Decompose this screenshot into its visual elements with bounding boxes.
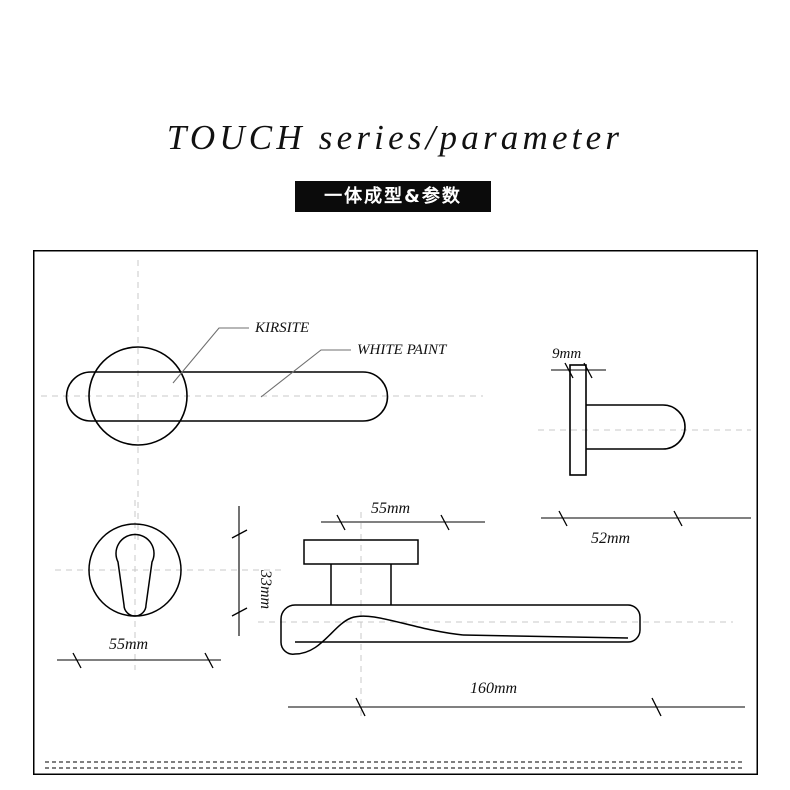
sheet-border	[33, 250, 758, 775]
page-header: TOUCH series/parameter 一体成型&参数	[0, 0, 790, 230]
front-view-lever-body	[295, 604, 641, 643]
side-view-backplate	[569, 364, 587, 476]
dimension-tick-52mm-right	[673, 510, 683, 527]
sheet-bottom-rule	[45, 761, 745, 769]
dimension-tick-160mm-right	[651, 697, 662, 717]
escutcheon-front-view	[88, 523, 182, 617]
dimension-52mm: 52mm	[541, 510, 751, 547]
dimension-label-52mm: 52mm	[591, 530, 630, 547]
technical-drawing-sheet: KIRSITE WHITE PAINT 9mm	[33, 250, 758, 775]
drawing-canvas: KIRSITE WHITE PAINT 9mm	[33, 250, 758, 775]
dimension-55mm-front: 55mm	[321, 500, 485, 531]
top-view-lever-bar	[65, 371, 389, 422]
dimension-label-55mm-front: 55mm	[371, 500, 410, 517]
dimension-160mm: 160mm	[288, 680, 745, 717]
dimension-tick-33mm-top	[231, 529, 248, 539]
dimension-tick-160mm-left	[355, 697, 366, 717]
dimension-label-9mm: 9mm	[552, 346, 581, 362]
dimension-9mm: 9mm	[551, 346, 606, 379]
handle-top-view	[65, 346, 389, 446]
dimension-tick-55mm-front-left	[336, 514, 346, 531]
handle-side-view	[569, 364, 686, 476]
dimension-tick-9mm-right	[583, 362, 593, 379]
dimension-label-55mm-escutcheon: 55mm	[109, 636, 148, 653]
dimension-label-160mm: 160mm	[470, 680, 517, 697]
dimension-tick-55mm-escutcheon-left	[72, 652, 82, 669]
dimension-tick-9mm-left	[564, 362, 574, 379]
dimension-label-33mm: 33mm	[257, 569, 274, 609]
dimension-55mm-escutcheon: 55mm	[57, 636, 221, 669]
leader-line-white-paint	[260, 349, 351, 398]
subtitle-banner: 一体成型&参数	[295, 181, 491, 212]
front-view-lever-profile	[280, 604, 464, 655]
leader-line-kirsite	[172, 327, 249, 384]
top-view-rose-circle	[88, 346, 188, 446]
dimension-tick-55mm-front-right	[440, 514, 450, 531]
side-view-lever	[586, 404, 686, 450]
page-title: TOUCH series/parameter	[166, 118, 624, 157]
dimension-tick-33mm-bottom	[231, 607, 248, 617]
handle-front-view	[280, 539, 641, 655]
subtitle-banner-label: 一体成型&参数	[324, 185, 462, 207]
keyhole-cutout	[115, 533, 155, 617]
front-view-lever-underline	[462, 634, 629, 639]
dimension-tick-52mm-left	[558, 510, 568, 527]
dimension-33mm: 33mm	[231, 506, 274, 636]
label-kirsite: KIRSITE	[254, 320, 309, 336]
annotation-leaders	[172, 327, 351, 398]
dimension-tick-55mm-escutcheon-right	[204, 652, 214, 669]
front-view-rose-plate	[303, 539, 419, 565]
label-white-paint: WHITE PAINT	[357, 342, 448, 358]
